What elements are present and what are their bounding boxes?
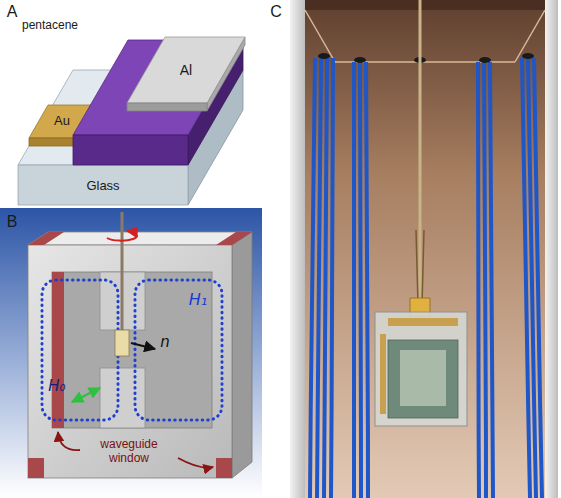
photo-top: [305, 0, 545, 10]
sample-film: [388, 340, 458, 418]
layer-label: Glass: [86, 179, 119, 194]
photo-edge: [515, 10, 545, 62]
sample-plate: [115, 330, 129, 356]
cable: [310, 58, 315, 498]
field-loop: [135, 280, 222, 420]
pointer-arrow: [178, 458, 213, 468]
glass-front: [18, 165, 188, 205]
aluminium-top: [127, 37, 245, 103]
cable: [484, 62, 486, 498]
vector-label: n: [160, 334, 170, 351]
photo-wall: [290, 0, 305, 498]
field-label: H₁: [189, 291, 207, 309]
normal-arrow: [131, 343, 155, 349]
wire: [416, 230, 418, 305]
rotation-arrow: [107, 231, 137, 241]
photo-edge: [305, 10, 335, 62]
cable: [366, 62, 368, 498]
cable: [352, 62, 356, 498]
cable-hole: [354, 57, 366, 63]
device-stack: [18, 37, 245, 205]
cable-bundle: [310, 58, 542, 498]
cavity-top: [28, 232, 252, 245]
sample-film: [400, 350, 446, 406]
waveguide-window-patch: [28, 458, 44, 478]
cable: [331, 58, 333, 498]
photo-interior: [290, 0, 558, 498]
pentacene-front: [73, 135, 188, 165]
photo: [290, 0, 558, 498]
sample-holder: [375, 312, 467, 426]
cable-hole: [479, 57, 491, 63]
cable: [478, 62, 479, 498]
photo-wall: [545, 0, 558, 498]
layer-label: Au: [54, 114, 70, 129]
cavity-recess: [52, 272, 212, 428]
field-label: H₀: [48, 378, 65, 395]
layer-label: pentacene: [22, 19, 78, 33]
cable-hole: [522, 53, 534, 59]
cavity-block: [28, 232, 252, 478]
cavity-post: [100, 368, 145, 428]
part-label: waveguide window: [84, 438, 174, 466]
sample-rod: [121, 212, 124, 332]
cable: [534, 58, 542, 498]
pointer-arrow: [58, 432, 80, 450]
wire: [422, 230, 424, 305]
static-field-arrow: [72, 388, 100, 402]
cavity-side: [232, 232, 252, 478]
panel-background: [0, 208, 262, 498]
cable: [360, 62, 361, 498]
layer-label: Al: [180, 62, 192, 78]
panel-letter: B: [7, 213, 18, 231]
cable-hole: [318, 53, 330, 59]
electrode-stripe: [388, 318, 458, 326]
aluminium-front: [127, 103, 207, 111]
field-loop: [42, 280, 118, 420]
waveguide-window-inner: [52, 272, 64, 428]
waveguide-window-patch: [216, 232, 252, 245]
electrode-stripe: [380, 334, 386, 414]
sample-rod: [419, 0, 422, 300]
cable: [317, 58, 321, 498]
waveguide-window-patch: [28, 232, 64, 245]
panel-letter: C: [270, 3, 282, 21]
cable: [324, 58, 327, 498]
cavity-front: [28, 245, 232, 478]
panel-letter: A: [7, 3, 18, 21]
waveguide-window-patch: [216, 458, 232, 478]
cable: [490, 62, 493, 498]
